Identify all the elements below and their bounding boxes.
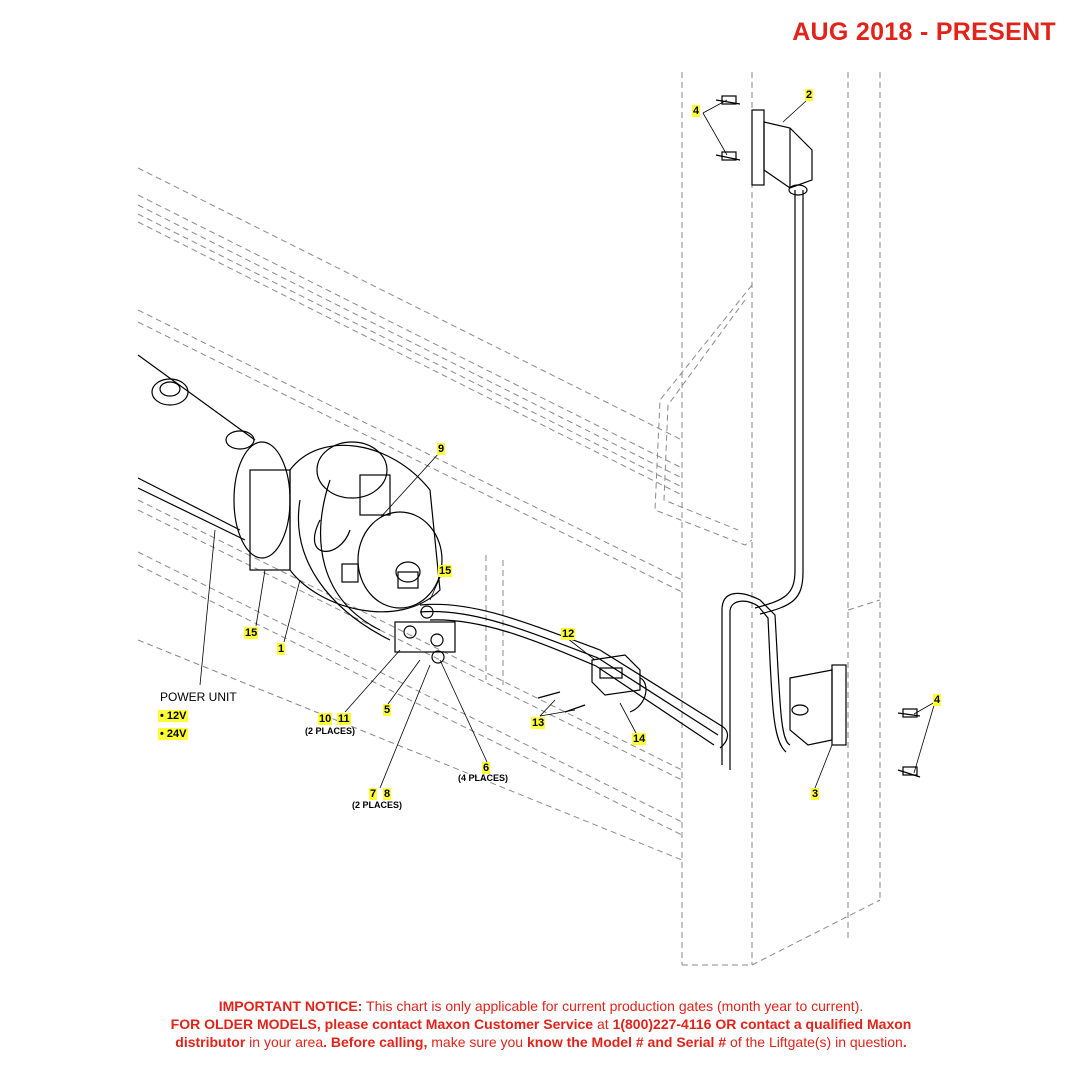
callout-8: 8 — [383, 788, 392, 800]
bottom-connector-part-3 — [789, 664, 847, 746]
power-unit-option-12v: • 12V — [158, 710, 189, 722]
callout-13: 13 — [531, 717, 546, 729]
notice-text-3c: of the Liftgate(s) in question — [726, 1034, 903, 1050]
notice-distributor: distributor — [175, 1034, 246, 1050]
notice-line-1: IMPORTANT NOTICE: This chart is only app… — [60, 997, 1022, 1015]
callout-9: 9 — [437, 443, 446, 455]
notice-model-serial: know the Model # and Serial # — [526, 1034, 727, 1050]
sublabel-7-8: (2 PLACES) — [352, 800, 403, 810]
top-connector-part-2 — [751, 109, 813, 196]
power-unit-title: POWER UNIT — [160, 690, 237, 704]
callout-15-left: 15 — [244, 627, 259, 639]
callout-4-top: 4 — [692, 105, 701, 117]
bottom-pins — [897, 708, 921, 778]
notice-text-2: at — [593, 1016, 613, 1032]
callout-14: 14 — [632, 733, 647, 745]
main-cable — [419, 190, 804, 770]
notice-line-3: distributor in your area. Before calling… — [60, 1033, 1022, 1051]
notice-text-3b: make sure you — [427, 1034, 527, 1050]
notice-phone: 1(800)227-4116 OR contact a qualified Ma… — [612, 1016, 912, 1032]
power-unit-option-24v: • 24V — [158, 728, 189, 740]
top-pins — [715, 95, 741, 161]
frame-outline — [137, 72, 881, 966]
important-notice: IMPORTANT NOTICE: This chart is only app… — [60, 997, 1022, 1051]
callout-4-bottom: 4 — [933, 694, 942, 706]
terminal-block — [394, 605, 456, 664]
callout-12: 12 — [561, 628, 576, 640]
notice-older-models: FOR OLDER MODELS, please contact Maxon C… — [170, 1016, 594, 1032]
callout-15-right: 15 — [438, 565, 453, 577]
leader-lines — [199, 99, 936, 789]
notice-period: . — [902, 1034, 907, 1050]
callout-3: 3 — [811, 788, 820, 800]
relay-part-12 — [591, 654, 647, 713]
callout-11: 11 — [337, 713, 351, 725]
date-range-title: AUG 2018 - PRESENT — [792, 18, 1056, 46]
callout-7: 7 — [369, 788, 378, 800]
callout-10: 10 — [318, 713, 333, 725]
notice-text-3a: in your area — [245, 1034, 324, 1050]
notice-line-2: FOR OLDER MODELS, please contact Maxon C… — [60, 1015, 1022, 1033]
callout-6: 6 — [482, 762, 491, 774]
notice-before-calling: . Before calling, — [323, 1034, 428, 1050]
sublabel-10-11: (2 PLACES) — [305, 726, 356, 736]
callout-2: 2 — [805, 89, 814, 101]
power-unit-assembly — [137, 354, 443, 641]
sublabel-6: (4 PLACES) — [458, 773, 509, 783]
notice-heading: IMPORTANT NOTICE: — [218, 998, 363, 1014]
notice-text-1: This chart is only applicable for curren… — [362, 998, 864, 1014]
callout-1: 1 — [277, 643, 286, 655]
callout-5: 5 — [383, 704, 392, 716]
